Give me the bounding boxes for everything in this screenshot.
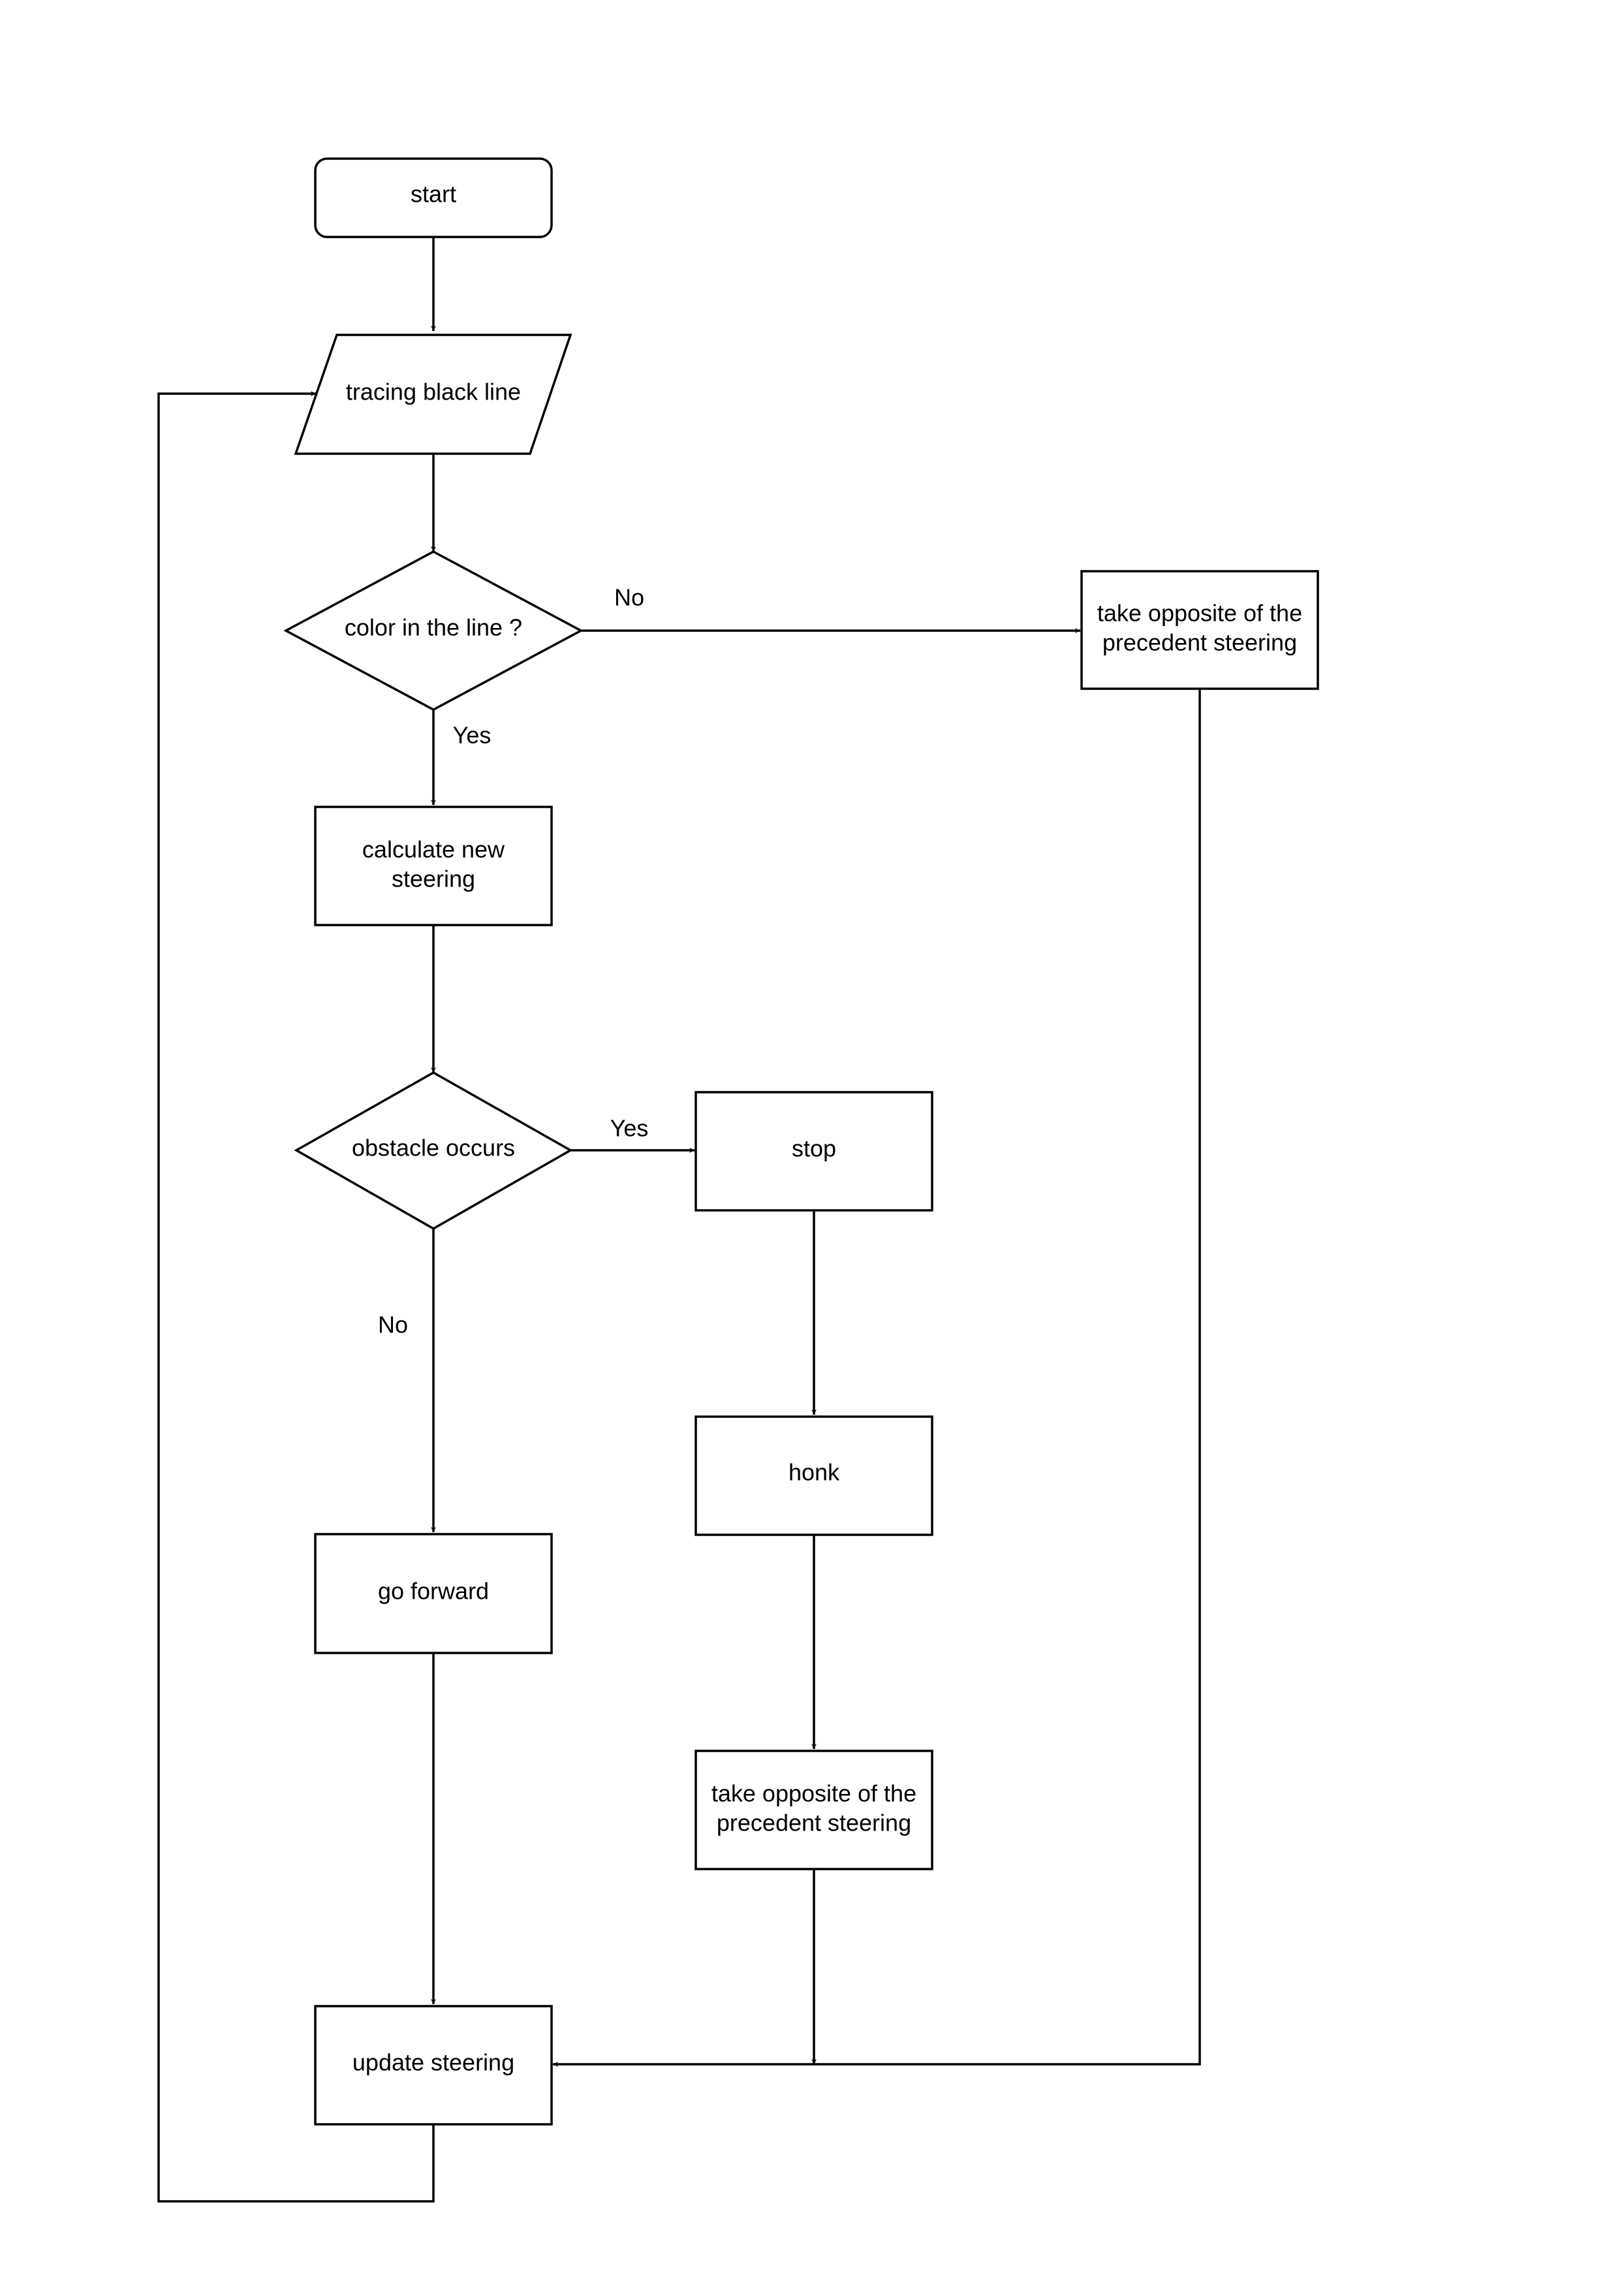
node-opposite-mid[interactable]: take opposite of the precedent steering [695, 1750, 933, 1870]
node-start-label: start [411, 181, 456, 208]
node-go-forward[interactable]: go forward [314, 1533, 553, 1654]
node-honk-label: honk [789, 1459, 840, 1486]
edge-label-obstacle-yes: Yes [610, 1115, 649, 1142]
edge-label-color-no: No [614, 584, 644, 611]
node-opposite-right-label-1: take opposite of the [1097, 600, 1302, 627]
node-start[interactable]: start [314, 157, 553, 238]
edge-label-color-yes: Yes [453, 722, 492, 749]
node-obstacle[interactable]: obstacle occurs [294, 1071, 573, 1231]
node-go-forward-label: go forward [378, 1578, 489, 1605]
edge-opposite-right-to-update [553, 689, 1201, 2067]
edge-label-obstacle-no: No [378, 1312, 408, 1338]
node-update[interactable]: update steering [314, 2005, 553, 2126]
node-tracing[interactable]: tracing black line [294, 334, 572, 455]
node-calculate[interactable]: calculate new steering [314, 806, 553, 926]
node-calculate-label-2: steering [392, 866, 475, 892]
node-opposite-right-label-2: precedent steering [1102, 629, 1297, 656]
edge-update-loop-to-tracing [157, 391, 435, 2203]
node-update-label: update steering [352, 2049, 514, 2076]
node-stop[interactable]: stop [695, 1091, 933, 1212]
node-color-check-label: color in the line ? [345, 614, 522, 641]
node-opposite-mid-label-2: precedent steering [717, 1810, 911, 1836]
node-tracing-label: tracing black line [346, 379, 521, 405]
edges [157, 237, 1201, 2203]
node-opposite-mid-label-1: take opposite of the [711, 1780, 916, 1807]
node-calculate-label-1: calculate new [362, 836, 505, 863]
node-stop-label: stop [792, 1135, 836, 1162]
node-color-check[interactable]: color in the line ? [283, 550, 584, 711]
node-honk[interactable]: honk [695, 1415, 933, 1536]
node-obstacle-label: obstacle occurs [352, 1135, 515, 1161]
node-opposite-right[interactable]: take opposite of the precedent steering [1080, 570, 1319, 690]
